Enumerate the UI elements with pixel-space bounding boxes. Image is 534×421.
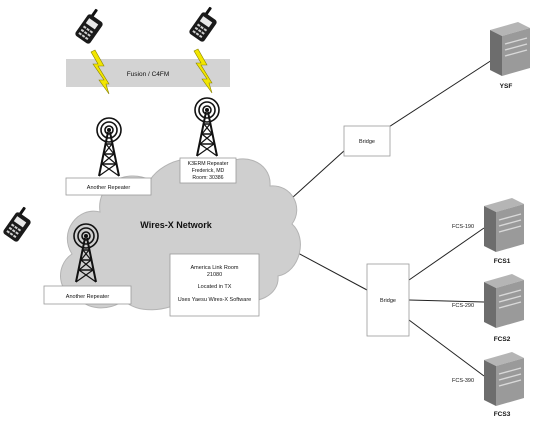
- link-bridge-fcs2: [408, 299, 485, 303]
- link-label-fcs1: FCS-190: [452, 224, 474, 230]
- america-link-line1: America Link Room: [191, 265, 239, 271]
- handheld-radio-icon: [2, 206, 32, 243]
- america-link-line4: Uses Yaesu Wires-X Software: [178, 297, 251, 303]
- k3erm-line3: Room: 30386: [192, 175, 223, 181]
- server-label-fcs1: FCS1: [494, 258, 511, 265]
- link-cloud-bridge-top: [291, 149, 346, 199]
- bridge-top-label: Bridge: [359, 139, 375, 145]
- server-tower-icon: [489, 21, 531, 77]
- server-label-ysf: YSF: [500, 83, 513, 90]
- fusion-band-label: Fusion / C4FM: [127, 71, 170, 78]
- radio-tower-icon: [96, 117, 122, 177]
- repeater-box-left-bottom: [43, 285, 132, 305]
- server-label-fcs3: FCS3: [494, 411, 511, 418]
- bridge-bottom-label: Bridge: [380, 298, 396, 304]
- k3erm-line2: Frederick, MD: [192, 168, 225, 174]
- america-link-box: [169, 253, 260, 317]
- bridge-bottom-box: [366, 263, 410, 337]
- repeater-label-left-bottom: Another Repeater: [66, 294, 110, 300]
- server-label-fcs2: FCS2: [494, 336, 511, 343]
- k3erm-line1: K3ERM Repeater: [188, 161, 229, 167]
- radio-tower-icon: [194, 97, 220, 157]
- link-bridge-fcs1: [408, 227, 485, 281]
- server-tower-icon: [483, 351, 525, 407]
- server-tower-icon: [483, 197, 525, 253]
- america-link-line3: Located in TX: [198, 284, 232, 290]
- link-label-fcs2: FCS-290: [452, 303, 474, 309]
- cloud-title: Wires-X Network: [140, 220, 212, 230]
- link-bridge-fcs3: [408, 319, 485, 377]
- repeater-box-left-top: [65, 177, 152, 196]
- bridge-top-box: [343, 125, 391, 157]
- server-tower-icon: [483, 273, 525, 329]
- america-link-line2: 21080: [207, 272, 222, 278]
- connection-lines: [291, 59, 493, 377]
- handheld-radio-icon: [188, 6, 218, 43]
- link-cloud-bridge-bottom: [295, 251, 368, 291]
- link-bridge-top-ysf: [377, 59, 493, 135]
- repeater-label-left-top: Another Repeater: [87, 185, 131, 191]
- link-label-fcs3: FCS-390: [452, 378, 474, 384]
- repeater-box-k3erm: [179, 157, 237, 184]
- handheld-radio-icon: [74, 8, 104, 45]
